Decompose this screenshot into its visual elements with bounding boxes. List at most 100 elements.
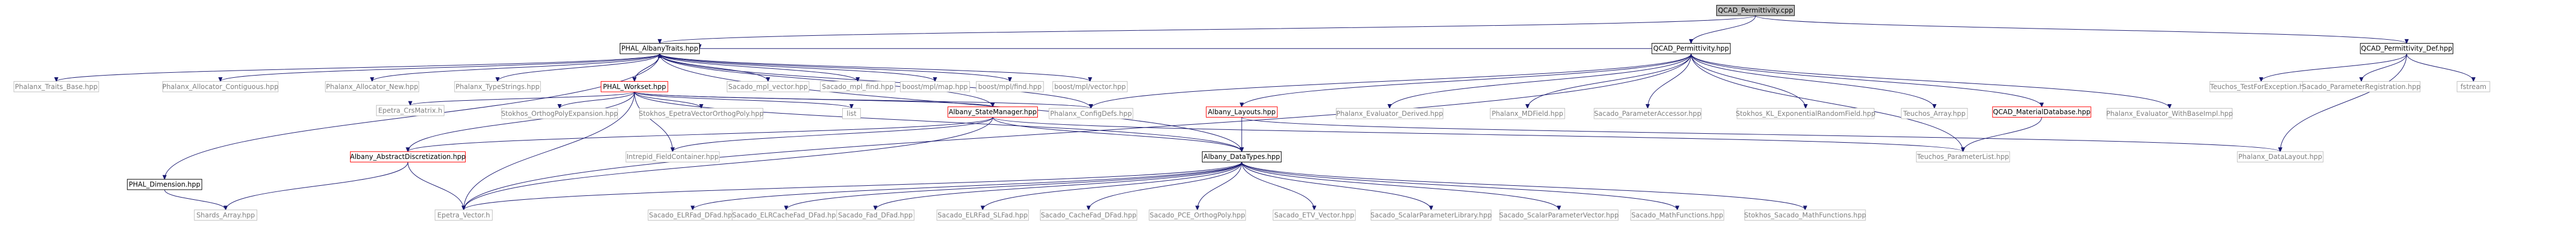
edge-workset-to-list xyxy=(634,91,854,109)
node-label: Stokhos_Sacado_MathFunctions.hpp xyxy=(1744,211,1866,219)
node-box xyxy=(1489,107,1565,119)
node-label: QCAD_MaterialDatabase.hpp xyxy=(1993,108,2091,116)
node-epetra-crsmatrix-h: Epetra_CrsMatrix.h xyxy=(376,105,445,116)
node-label: Intrepid_FieldContainer.hpp xyxy=(626,153,718,161)
edge-state_mgr-to-datatypes xyxy=(992,117,1244,153)
node-phalanx-datalayout-hpp: Phalanx_DataLayout.hpp xyxy=(2237,151,2324,163)
edge-albtraits-to-boost_map xyxy=(659,53,937,82)
node-box xyxy=(2360,43,2453,54)
edge-workset-to-configdefs xyxy=(634,91,1093,109)
edge-layouts-to-datalayout xyxy=(1241,117,2282,153)
node-sacado-elrfad-dfad-hpp: Sacado_ELRFad_DFad.hpp xyxy=(648,209,738,221)
node-box xyxy=(1594,107,1702,119)
node-label: Sacado_ParameterAccessor.hpp xyxy=(1594,110,1701,118)
node-box xyxy=(13,81,99,92)
node-albany-abstractdiscretization-hpp[interactable]: Albany_AbstractDiscretization.hpp xyxy=(350,151,466,163)
edge-albtraits-to-alloc_contig xyxy=(218,53,660,82)
node-label: Albany_DataTypes.hpp xyxy=(1204,153,1280,161)
node-teuchos-array-hpp: Teuchos_Array.hpp xyxy=(1901,107,1968,119)
edge-albtraits-to-mpl_find xyxy=(659,53,860,82)
node-qcad-permittivity-def-hpp[interactable]: QCAD_Permittivity_Def.hpp xyxy=(2360,43,2453,54)
node-label: QCAD_Permittivity.hpp xyxy=(1653,45,1729,53)
node-box xyxy=(948,106,1038,118)
node-sacado-elrcachefad-dfad-hpp: Sacado_ELRCacheFad_DFad.hpp xyxy=(732,209,841,221)
edge-workset-to-albtraits xyxy=(634,53,662,82)
node-albany-layouts-hpp[interactable]: Albany_Layouts.hpp xyxy=(1206,106,1278,118)
node-label: Phalanx_DataLayout.hpp xyxy=(2238,153,2322,161)
node-label: Phalanx_Allocator_Contiguous.hpp xyxy=(163,83,279,91)
node-box xyxy=(376,105,445,116)
node-box xyxy=(1039,209,1138,221)
node-sacado-scalarparametervector-hpp: Sacado_ScalarParameterVector.hpp xyxy=(1499,209,1619,221)
edge-workset-to-crs xyxy=(408,91,635,106)
node-sacado-fad-dfad-hpp: Sacado_Fad_DFad.hpp xyxy=(836,209,915,221)
node-box xyxy=(900,81,970,92)
edge-datatypes-to-etv xyxy=(1241,162,1317,211)
node-albany-statemanager-hpp[interactable]: Albany_StateManager.hpp xyxy=(948,106,1038,118)
node-box xyxy=(726,81,810,92)
node-label: Sacado_ELRFad_SLFad.hpp xyxy=(937,211,1028,219)
node-qcad-materialdatabase-hpp[interactable]: QCAD_MaterialDatabase.hpp xyxy=(1992,106,2091,118)
node-label: Sacado_mpl_vector.hpp xyxy=(728,83,808,91)
edge-qperm_hpp-to-mdfield xyxy=(1525,54,1692,109)
edge-workset-to-datatypes xyxy=(634,92,1244,153)
edge-datatypes-to-scalar_lib xyxy=(1241,162,1433,211)
nodes-layer: QCAD_Permittivity.cppPHAL_AlbanyTraits.h… xyxy=(13,4,2490,221)
node-label: QCAD_Permittivity_Def.hpp xyxy=(2361,45,2452,53)
node-box xyxy=(1744,209,1866,221)
node-sacado-scalarparameterlibrary-hpp: Sacado_ScalarParameterLibrary.hpp xyxy=(1371,209,1492,221)
node-box xyxy=(1335,107,1444,119)
node-box xyxy=(639,107,764,119)
node-label: Albany_Layouts.hpp xyxy=(1208,108,1275,116)
node-phalanx-allocator-new-hpp: Phalanx_Allocator_New.hpp xyxy=(325,81,419,92)
node-box xyxy=(2106,107,2232,119)
edge-datatypes-to-cachefad xyxy=(1086,162,1242,211)
node-label: Sacado_CacheFad_DFad.hpp xyxy=(1041,211,1136,219)
node-phal-albanytraits-hpp[interactable]: PHAL_AlbanyTraits.hpp xyxy=(619,43,700,54)
node-box xyxy=(625,151,720,163)
node-phalanx-mdfield-hpp: Phalanx_MDField.hpp xyxy=(1489,107,1565,119)
node-albany-datatypes-hpp[interactable]: Albany_DataTypes.hpp xyxy=(1201,151,1282,163)
node-phalanx-allocator-contiguous-hpp: Phalanx_Allocator_Contiguous.hpp xyxy=(163,81,279,92)
node-box xyxy=(2237,151,2324,163)
node-label: Phalanx_MDField.hpp xyxy=(1492,110,1563,118)
node-phal-workset-hpp[interactable]: PHAL_Workset.hpp xyxy=(601,81,669,92)
node-stokhos-sacado-mathfunctions-hpp: Stokhos_Sacado_MathFunctions.hpp xyxy=(1744,209,1866,221)
edge-root-to-qperm_def xyxy=(1755,15,2409,44)
node-box xyxy=(1901,107,1968,119)
edge-qperm_hpp-to-paramlist xyxy=(1691,54,1965,153)
node-label: Shards_Array.hpp xyxy=(196,211,254,219)
edge-datatypes-to-fad_dfad xyxy=(873,162,1242,211)
node-phalanx-typestrings-hpp: Phalanx_TypeStrings.hpp xyxy=(454,81,541,92)
edge-workset-to-stokhos_ortho xyxy=(557,91,635,109)
node-qcad-permittivity-hpp[interactable]: QCAD_Permittivity.hpp xyxy=(1651,43,1731,54)
node-label: fstream xyxy=(2461,83,2486,91)
node-teuchos-parameterlist-hpp: Teuchos_ParameterList.hpp xyxy=(1916,151,2010,163)
edge-datatypes-to-pce xyxy=(1195,162,1242,211)
node-label: Sacado_ETV_Vector.hpp xyxy=(1274,211,1354,219)
node-label: Phalanx_Evaluator_Derived.hpp xyxy=(1336,110,1444,118)
node-box xyxy=(1737,107,1874,119)
node-box xyxy=(1273,209,1356,221)
node-label: Phalanx_Evaluator_WithBaseImpl.hpp xyxy=(2106,110,2233,118)
edge-qperm_hpp-to-param_acc xyxy=(1645,54,1692,109)
node-label: Teuchos_ParameterList.hpp xyxy=(1916,153,2009,161)
edge-datatypes-to-epetra_vec xyxy=(461,162,1242,211)
node-label: Stokhos_EpetraVectorOrthogPoly.hpp xyxy=(639,110,764,118)
edge-abs_disc-to-shards xyxy=(223,162,409,211)
node-label: Epetra_Vector.h xyxy=(437,211,490,219)
edge-layouts-to-datatypes xyxy=(1240,117,1244,153)
edge-qperm_def-to-datalayout xyxy=(2278,54,2407,153)
node-box xyxy=(454,81,541,92)
node-teuchos-testforexception-hpp: Teuchos_TestForException.hpp xyxy=(2210,81,2313,92)
node-phal-dimension-hpp[interactable]: PHAL_Dimension.hpp xyxy=(127,179,202,190)
node-label: Phalanx_TypeStrings.hpp xyxy=(456,83,540,91)
node-label: Sacado_ScalarParameterLibrary.hpp xyxy=(1371,211,1492,219)
node-box xyxy=(842,107,861,119)
edge-qperm_hpp-to-configdefs xyxy=(1089,53,1692,109)
node-qcad-permittivity-cpp[interactable]: QCAD_Permittivity.cpp xyxy=(1716,4,1795,16)
node-box xyxy=(836,209,915,221)
node-box xyxy=(434,209,493,221)
node-box xyxy=(1371,209,1492,221)
node-box xyxy=(127,179,202,190)
